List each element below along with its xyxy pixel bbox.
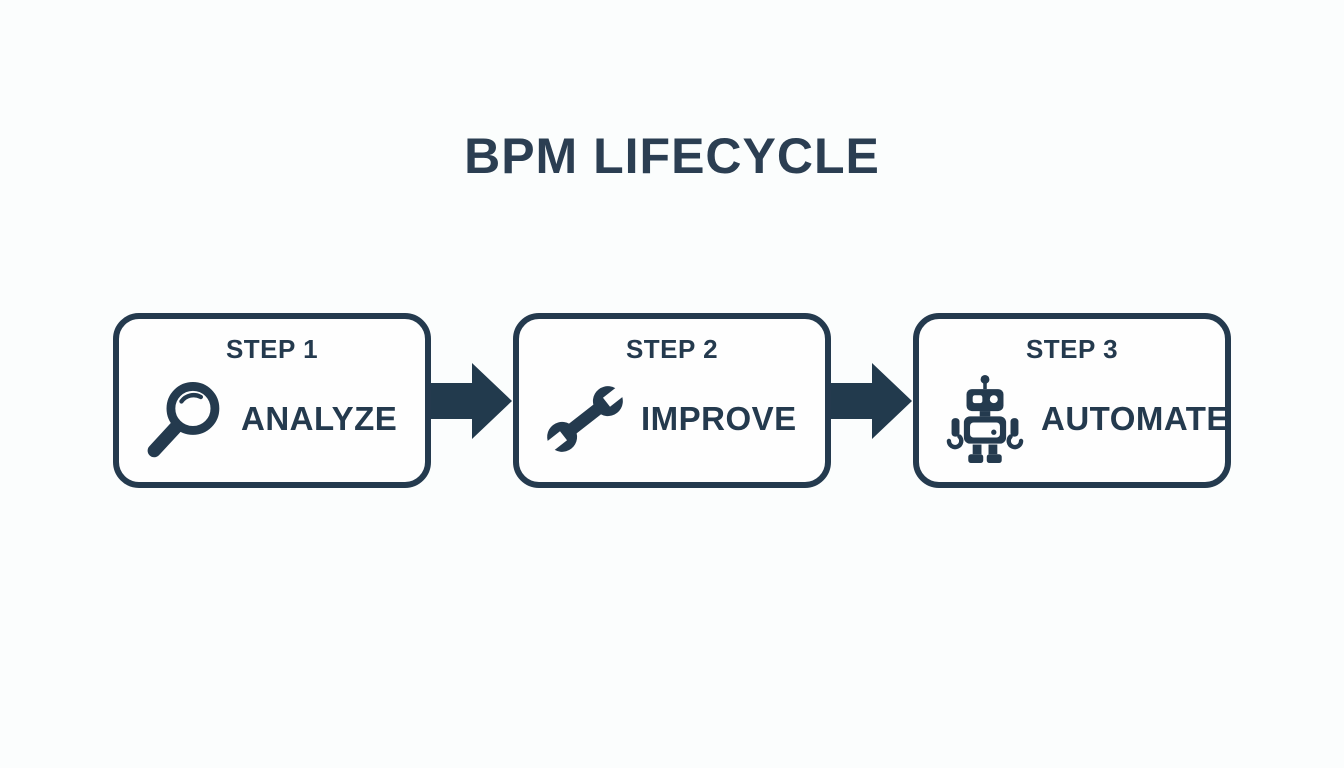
page-title: BPM LIFECYCLE xyxy=(464,128,880,184)
arrow-right-icon xyxy=(831,362,913,440)
process-flow-row: STEP 1 ANALYZE STEP 2 xyxy=(0,313,1344,488)
step-number-label: STEP 3 xyxy=(1025,334,1119,364)
step-number-label: STEP 2 xyxy=(625,334,719,364)
arrow-right-icon xyxy=(431,362,513,440)
wrench-icon xyxy=(541,373,629,465)
step-number-label: STEP 1 xyxy=(225,334,319,364)
step-box-improve: STEP 2 IMPROVE xyxy=(513,313,831,488)
robot-icon xyxy=(941,373,1029,465)
step-name-label: AUTOMATE xyxy=(1041,400,1229,437)
step-box-analyze: STEP 1 ANALYZE xyxy=(113,313,431,488)
step-content: IMPROVE xyxy=(541,373,797,465)
step-name-label: ANALYZE xyxy=(241,400,398,437)
step-content: AUTOMATE xyxy=(941,373,1229,465)
step-content: ANALYZE xyxy=(141,373,397,465)
step-name-label: IMPROVE xyxy=(641,400,797,437)
step-box-automate: STEP 3 xyxy=(913,313,1231,488)
magnifier-icon xyxy=(141,373,229,465)
